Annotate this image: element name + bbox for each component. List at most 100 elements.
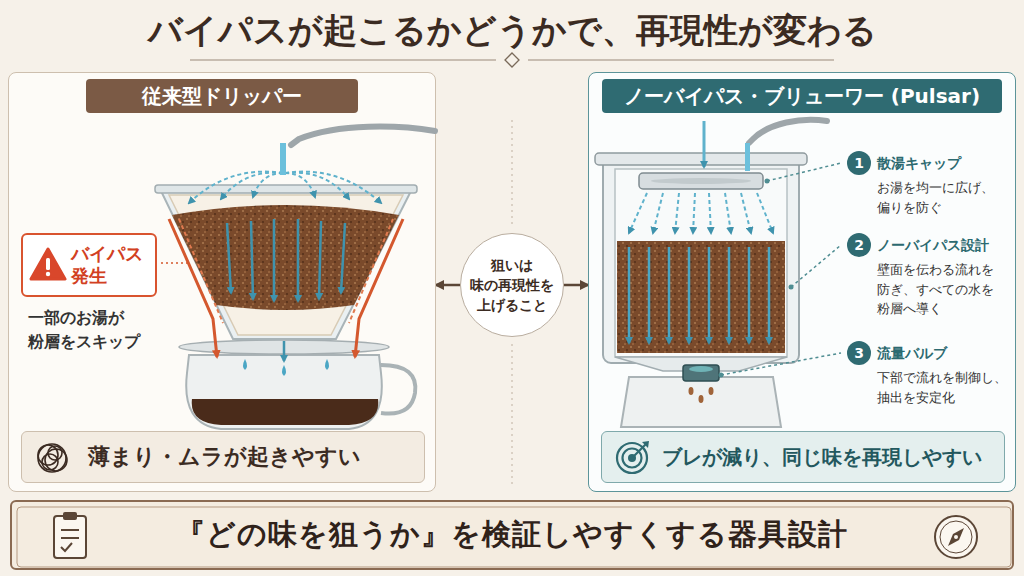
drawing-part [689, 387, 714, 403]
drawing-part [17, 507, 1011, 567]
drawing-part [633, 444, 646, 457]
drawing-part [31, 249, 65, 279]
drawing-part [243, 359, 247, 370]
drawing-part [192, 399, 379, 425]
page-title-holder: バイパスが起こるかどうかで、再現性が変わる [0, 8, 1024, 52]
drawing-part [725, 193, 731, 233]
drawing-part [615, 169, 787, 357]
drawing-part [683, 365, 719, 381]
drawing-part [767, 163, 841, 181]
drawing-part [179, 219, 223, 323]
drawing-part [617, 443, 647, 473]
drawing-part [628, 247, 631, 343]
drawing-part [621, 377, 781, 427]
drawing-part [155, 185, 417, 193]
result-text: ブレが減り、同じ味を再現しやすい [662, 444, 982, 471]
result-band: 薄まり・ムラが起きやすい [21, 431, 425, 483]
drawing-part [728, 247, 731, 343]
comparison-panel: 従来型ドリッパー バイパス 発生 薄まり・ムラが起きやすい [8, 72, 436, 492]
drawing-part [349, 219, 393, 323]
drawing-part [161, 191, 411, 339]
drawing-part [595, 153, 807, 165]
feature-callout: 1散湯キャップお湯を均一に広げ、 偏りを防ぐ [847, 151, 1017, 221]
drawing-part [748, 247, 751, 343]
drawing-part [285, 172, 381, 203]
drawing-part [186, 355, 382, 429]
drawing-part [325, 359, 329, 370]
drawing-part [721, 353, 841, 375]
drawing-part [615, 357, 787, 371]
panel-heading: ノーバイパス・ブリューワー (Pulsar) [602, 79, 1002, 113]
drawing-part [699, 395, 704, 403]
feature-callout: 3流量バルブ下部で流れを制御し、 抽出を安定化 [847, 341, 1017, 423]
drawing-part [227, 219, 345, 301]
drawing-part [280, 143, 286, 175]
drawing-part [689, 387, 694, 395]
drawing-part [948, 528, 964, 546]
goal-text: 狙いは 味の再現性を 上げること [466, 255, 558, 316]
drawing-part [63, 512, 77, 520]
drawing-part [719, 179, 794, 378]
drawing-part [935, 516, 977, 558]
drawing-part [603, 157, 799, 363]
callout-number: 1 [847, 151, 871, 175]
drawing-part [721, 163, 841, 375]
drawing-part [179, 340, 389, 354]
drawing-part [617, 443, 647, 473]
drawing-part [668, 247, 671, 343]
drawing-part [221, 173, 283, 199]
drawing-part [172, 205, 399, 310]
drawing-part [703, 121, 706, 167]
drawing-part [179, 219, 393, 323]
drawing-part [169, 195, 403, 335]
drawing-part [642, 441, 649, 448]
result-band: ブレが減り、同じ味を再現しやすい [601, 431, 1005, 483]
callout-body: 壁面を伝わる流れを 防ぎ、すべての水を 粉層へ導く [877, 260, 1011, 319]
result-text: 薄まり・ムラが起きやすい [88, 442, 361, 472]
drawing-part [61, 543, 72, 551]
drawing-part [765, 179, 770, 184]
drawing-part [46, 272, 50, 276]
drawing-part [528, 59, 834, 60]
drawing-part [169, 219, 403, 357]
drawing-part [511, 344, 512, 484]
goal-circle: 狙いは 味の再現性を 上げること [460, 233, 564, 337]
drawing-part [42, 454, 58, 470]
drawing-part [639, 173, 763, 189]
drawing-part [791, 245, 841, 287]
callout-number: 2 [847, 233, 871, 257]
drawing-part [629, 193, 647, 233]
drawing-part [282, 365, 286, 376]
target-icon [602, 432, 662, 484]
drawing-part [749, 120, 827, 143]
uneven-icon [22, 432, 82, 484]
feature-callout: 2ノーバイパス設計壁面を伝わる流れを 防ぎ、すべての水を 粉層へ導く [847, 233, 1017, 325]
drawing-part [253, 173, 283, 197]
drawing-part [46, 258, 50, 270]
drawing-part [629, 247, 769, 343]
drawing-part [505, 53, 519, 67]
note-label: 一部のお湯が 粉層をスキップ [28, 306, 160, 354]
drawing-part [789, 285, 794, 290]
page-title: バイパスが起こるかどうかで、再現性が変わる [0, 8, 1024, 52]
drawing-part [648, 247, 651, 343]
drawing-part [675, 193, 679, 233]
drawing-part [227, 223, 231, 293]
drawing-part [693, 193, 695, 233]
drawing-part [161, 262, 191, 264]
drawing-part [285, 173, 315, 197]
callout-number: 3 [847, 341, 871, 365]
drawing-part [629, 193, 773, 233]
drawing-part [319, 221, 321, 299]
drawing-part [653, 193, 663, 233]
drawing-part [651, 178, 751, 184]
callout-heading: 散湯キャップ [877, 151, 1017, 175]
drawing-part [381, 365, 415, 414]
drawing-part [291, 127, 435, 145]
drawing-part [38, 444, 67, 472]
drawing-part [628, 454, 636, 462]
summary-text: 『どの味を狙うか』を検証しやすくする器具設計 [176, 515, 848, 555]
callout-heading: ノーバイパス設計 [877, 233, 1017, 257]
summary-band: 『どの味を狙うか』を検証しやすくする器具設計 [10, 500, 1014, 570]
